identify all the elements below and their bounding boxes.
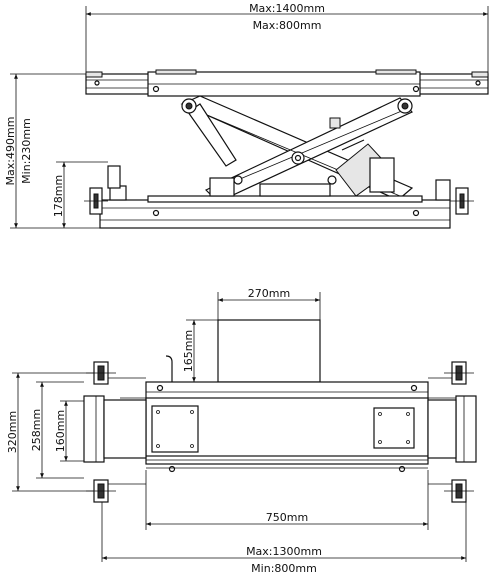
- min-length-label: Min:800mm: [251, 562, 317, 575]
- frame-length-label: 750mm: [266, 511, 308, 524]
- block-height-dimension: 165mm: [182, 319, 218, 382]
- left-pad: [151, 405, 199, 453]
- top-view: 270mm 165mm: [6, 287, 477, 575]
- right-roller: [450, 187, 474, 215]
- frame-length-dimension: 750mm: [145, 470, 429, 530]
- lift-platform: [85, 69, 489, 97]
- mid-width-label: 258mm: [30, 409, 43, 451]
- max-width-label: Max:1400mm: [249, 2, 325, 15]
- base-height-dimension: 178mm: [52, 161, 108, 228]
- wheel-top-left: [86, 361, 146, 385]
- side-view: Max:1400mm Max:800mm: [4, 2, 489, 229]
- base-height-label: 178mm: [52, 175, 65, 217]
- block-width-label: 270mm: [248, 287, 290, 300]
- wheel-bottom-right: [428, 479, 474, 503]
- wheel-top-right: [428, 361, 474, 385]
- hydraulic-hose: [165, 355, 173, 384]
- outer-width-dimension: 320mm: [6, 372, 94, 492]
- left-extension: [83, 395, 147, 463]
- wheel-bottom-left: [86, 479, 146, 503]
- total-length-dimension: Max:1300mm Min:800mm: [101, 502, 467, 575]
- base-frame: [99, 165, 451, 229]
- block-width-dimension: 270mm: [217, 287, 321, 320]
- right-pad: [373, 407, 415, 449]
- max-width-dimension: Max:1400mm Max:800mm: [85, 2, 489, 74]
- min-height-label: Min:230mm: [20, 118, 33, 184]
- max-width-sub-label: Max:800mm: [253, 19, 322, 32]
- outer-width-label: 320mm: [6, 411, 19, 453]
- scissor-mechanism: [180, 95, 414, 203]
- block-height-label: 165mm: [182, 330, 195, 372]
- max-height-label: Max:490mm: [4, 117, 17, 186]
- right-extension: [427, 395, 477, 463]
- height-dimension: Max:490mm Min:230mm: [4, 73, 100, 229]
- jack-block: [217, 319, 321, 383]
- inner-width-label: 160mm: [54, 410, 67, 452]
- max-length-label: Max:1300mm: [246, 545, 322, 558]
- inner-width-dimension: 160mm: [54, 400, 84, 462]
- left-roller: [84, 187, 108, 215]
- mid-width-dimension: 258mm: [30, 381, 84, 479]
